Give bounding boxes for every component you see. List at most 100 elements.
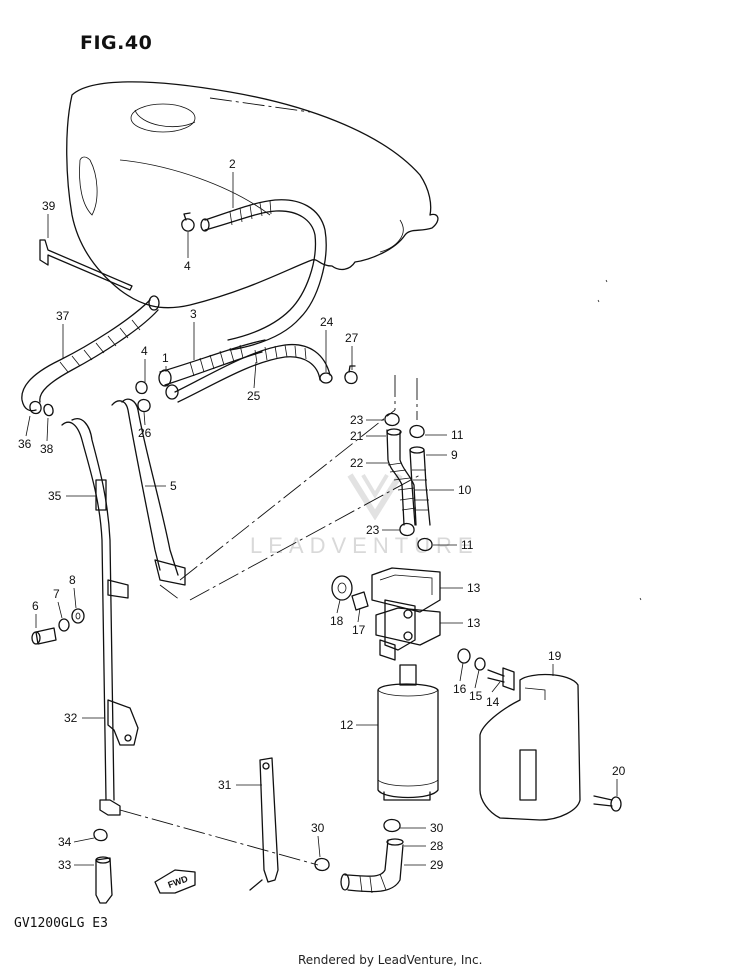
svg-text:33: 33: [58, 858, 72, 872]
hose-1-3: [158, 339, 266, 400]
svg-text:27: 27: [345, 331, 359, 345]
fwd-label: FWD: [167, 873, 190, 890]
svg-text:36: 36: [18, 437, 32, 451]
callout-31: 31: [218, 778, 262, 792]
callout-12: 12: [340, 718, 378, 732]
clamps-11-23: [384, 412, 433, 552]
svg-text:15: 15: [469, 689, 483, 703]
bolt-14-16: [457, 648, 515, 691]
svg-text:30: 30: [430, 821, 444, 835]
svg-text:16: 16: [453, 682, 467, 696]
callout-26: 26: [138, 411, 152, 440]
dash-line-1: [179, 409, 396, 581]
dash-line-2: [189, 474, 421, 601]
callout-10: 10: [429, 483, 472, 497]
callout-19: 19: [548, 649, 562, 676]
hose-24-25: [174, 343, 333, 403]
fuel-tank: [66, 81, 439, 309]
callout-11a: 11: [425, 428, 464, 442]
svg-text:7: 7: [53, 587, 60, 601]
callout-14: 14: [486, 681, 501, 709]
callout-28: 28: [404, 839, 444, 853]
callout-27: 27: [345, 331, 359, 370]
callout-7: 7: [53, 587, 63, 619]
svg-text:1: 1: [162, 351, 169, 365]
clamp-4-26: [135, 380, 151, 413]
svg-text:20: 20: [612, 764, 626, 778]
svg-text:34: 34: [58, 835, 72, 849]
figure-title: FIG.40: [80, 32, 153, 54]
svg-text:11: 11: [451, 428, 464, 442]
svg-text:26: 26: [138, 426, 152, 440]
svg-text:2: 2: [229, 157, 236, 171]
callout-2: 2: [229, 157, 236, 208]
svg-text:9: 9: [451, 448, 458, 462]
hose-28-29: [314, 818, 404, 894]
svg-text:5: 5: [170, 479, 177, 493]
svg-text:8: 8: [69, 573, 76, 587]
svg-text:3: 3: [190, 307, 197, 321]
callout-1: 1: [162, 351, 169, 372]
callout-33: 33: [58, 858, 94, 872]
pipe-5: [111, 398, 186, 586]
hose-37: [21, 295, 160, 412]
hose-21-22: [386, 428, 417, 526]
callout-20: 20: [612, 764, 626, 796]
svg-text:28: 28: [430, 839, 444, 853]
svg-text:6: 6: [32, 599, 39, 613]
bolt-20: [593, 795, 622, 812]
callout-30b: 30: [311, 821, 325, 858]
dash-line-6: [119, 809, 319, 866]
bracket-39: [39, 239, 133, 291]
bracket-13: [371, 567, 441, 661]
callout-4a: 4: [184, 232, 191, 273]
svg-text:10: 10: [458, 483, 472, 497]
callout-25: 25: [247, 361, 261, 403]
callout-35: 35: [48, 489, 96, 503]
svg-text:37: 37: [56, 309, 70, 323]
callout-3: 3: [190, 307, 197, 360]
svg-text:23: 23: [366, 523, 380, 537]
svg-text:11: 11: [461, 538, 474, 552]
svg-text:22: 22: [350, 456, 364, 470]
svg-text:4: 4: [141, 344, 148, 358]
svg-text:39: 39: [42, 199, 56, 213]
callout-39: 39: [42, 199, 56, 238]
cover-19: [479, 673, 581, 821]
callout-38: 38: [40, 417, 54, 456]
callout-34: 34: [58, 835, 95, 849]
callout-21: 21: [350, 429, 386, 443]
svg-text:25: 25: [247, 389, 261, 403]
cap-33-34: [93, 799, 121, 904]
watermark-logo: [345, 470, 405, 524]
fwd-arrow-icon: FWD: [154, 869, 196, 894]
svg-text:18: 18: [330, 614, 344, 628]
callout-23a: 23: [350, 413, 384, 427]
callout-13a: 13: [440, 581, 481, 595]
svg-text:31: 31: [218, 778, 232, 792]
callout-4b: 4: [141, 344, 148, 382]
hose-9-10: [409, 446, 431, 526]
clamp-36-38: [29, 400, 54, 417]
hose-2: [200, 199, 327, 351]
callout-23b: 23: [366, 523, 400, 537]
svg-text:23: 23: [350, 413, 364, 427]
callout-6: 6: [32, 599, 39, 628]
bracket-mount-6-8: [31, 579, 129, 645]
callout-29: 29: [404, 858, 444, 872]
svg-text:4: 4: [184, 259, 191, 273]
callout-16: 16: [453, 662, 467, 696]
pipe-35: [61, 418, 115, 801]
svg-text:21: 21: [350, 429, 364, 443]
callout-30a: 30: [400, 821, 444, 835]
credit-text: Rendered by LeadVenture, Inc.: [298, 953, 483, 967]
callout-13b: 13: [440, 616, 481, 630]
svg-text:29: 29: [430, 858, 444, 872]
svg-text:35: 35: [48, 489, 62, 503]
canister-12: [377, 664, 439, 801]
clamp-4-upper: [181, 212, 195, 232]
svg-text:19: 19: [548, 649, 562, 663]
callout-18: 18: [330, 599, 344, 628]
callout-22: 22: [350, 456, 388, 470]
callout-9: 9: [426, 448, 458, 462]
